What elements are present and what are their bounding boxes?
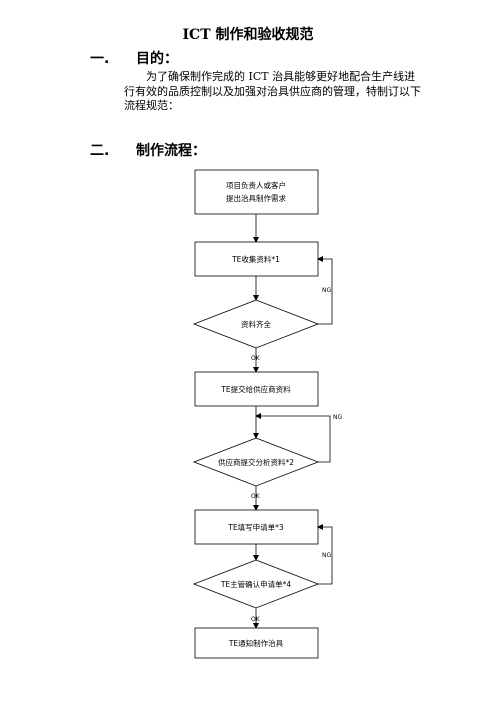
flow-end-label: TE通知制作治具 xyxy=(228,638,284,648)
flow-step2-label: TE提交给供应商资料 xyxy=(220,384,291,394)
document-title: ICT 制作和验收规范 xyxy=(182,27,314,43)
flow-start-line2: 提出治具制作需求 xyxy=(226,193,286,203)
flow-ng-loop xyxy=(255,413,331,463)
flow-ng-label: NG xyxy=(322,287,331,294)
flow-ok-label: OK xyxy=(251,355,261,362)
section-number: 二. xyxy=(90,143,110,159)
flow-ng-loop xyxy=(317,524,333,585)
purpose-paragraph: 为了确保制作完成的 ICT 治具能够更好地配合生产线进行有效的品质控制以及加强对… xyxy=(124,70,421,112)
flow-ng-loop xyxy=(317,256,333,325)
section-heading-process: 二. 制作流程： xyxy=(90,140,206,160)
flow-start-line1: 项目负责人或客户 xyxy=(226,180,286,190)
section-number: 一. xyxy=(90,51,110,67)
section-title: 目的： xyxy=(136,51,178,67)
flow-ng-label: NG xyxy=(322,552,331,559)
flow-decision-supplier-analysis: 供应商提交分析资料*2 xyxy=(192,437,320,487)
flow-decision-supervisor-confirm: TE主管确认申请单*4 xyxy=(192,559,320,609)
flow-decision2-label: 供应商提交分析资料*2 xyxy=(218,457,294,467)
flow-ok-label: OK xyxy=(251,616,261,623)
flow-start-box: 项目负责人或客户 提出治具制作需求 xyxy=(194,169,319,215)
flow-step-submit-to-supplier: TE提交给供应商资料 xyxy=(194,371,319,407)
flow-step-fill-application: TE填写申请单*3 xyxy=(194,509,319,545)
section-title: 制作流程： xyxy=(136,143,206,159)
flow-step3-label: TE填写申请单*3 xyxy=(227,522,284,532)
flow-decision3-label: TE主管确认申请单*4 xyxy=(220,579,292,589)
flow-step-collect-data: TE收集资料*1 xyxy=(194,241,319,277)
flow-end-box: TE通知制作治具 xyxy=(194,627,319,659)
flow-decision1-label: 资料齐全 xyxy=(241,319,271,329)
flow-decision-data-complete: 资料齐全 xyxy=(192,299,320,349)
flow-ng-label: NG xyxy=(333,414,342,421)
flow-step1-label: TE收集资料*1 xyxy=(231,254,280,264)
section-heading-purpose: 一. 目的： xyxy=(90,48,178,68)
flow-ok-label: OK xyxy=(251,493,261,500)
